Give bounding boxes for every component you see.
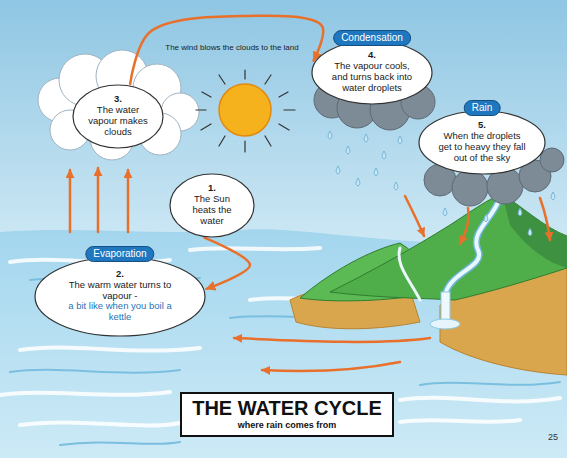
raindrop bbox=[374, 168, 378, 176]
stage-tag: Rain bbox=[464, 100, 501, 116]
raindrop bbox=[356, 178, 360, 186]
pool bbox=[430, 319, 460, 329]
bubble-ellipse bbox=[73, 85, 163, 148]
text-bubble: 1.The Sun heats the water bbox=[169, 173, 255, 238]
bubble-text: When the droplets get to heavy they fall… bbox=[437, 131, 527, 164]
callout-number: 5. bbox=[437, 120, 527, 131]
text-bubble: 3.The water vapour makes clouds bbox=[72, 84, 164, 149]
bubble-ellipse bbox=[170, 174, 254, 237]
bubble-text: The water vapour makes clouds bbox=[86, 105, 150, 138]
raindrop bbox=[398, 136, 402, 144]
raindrop bbox=[443, 208, 447, 216]
arrow-label: The wind blows the clouds to the land bbox=[165, 43, 298, 53]
title: THE WATER CYCLE bbox=[192, 397, 382, 420]
sun bbox=[196, 70, 295, 152]
sun-ray bbox=[244, 141, 245, 152]
callout-number: 2. bbox=[60, 269, 180, 280]
flow-arrow bbox=[262, 362, 400, 371]
caption: where rain comes from bbox=[192, 420, 382, 431]
waterfall bbox=[441, 292, 450, 320]
sun-ray bbox=[219, 75, 225, 84]
bubble-body: 2.The warm water turns to vapour -a bit … bbox=[60, 269, 180, 324]
bubble-ellipse bbox=[312, 41, 432, 104]
evaporation-arrow bbox=[69, 170, 72, 232]
sun-ray bbox=[196, 109, 206, 110]
river bbox=[399, 248, 420, 300]
page-number: 25 bbox=[548, 432, 558, 443]
raindrop bbox=[346, 146, 350, 154]
raindrop bbox=[328, 131, 332, 139]
title-box: THE WATER CYCLEwhere rain comes from bbox=[180, 392, 394, 437]
wave bbox=[400, 420, 520, 422]
text-bubble: Rain5.When the droplets get to heavy the… bbox=[418, 110, 546, 175]
text-bubble: Evaporation2.The warm water turns to vap… bbox=[34, 256, 206, 337]
bubble-body: 1.The Sun heats the water bbox=[182, 183, 242, 227]
river bbox=[446, 198, 500, 292]
bubble-body: 5.When the droplets get to heavy they fa… bbox=[437, 120, 527, 164]
cloud-puff bbox=[540, 148, 564, 172]
raindrop bbox=[382, 151, 386, 159]
wave bbox=[420, 382, 560, 385]
wave bbox=[0, 392, 170, 395]
callout-number: 3. bbox=[86, 94, 150, 105]
raindrop bbox=[528, 228, 532, 236]
cycle-arrow bbox=[130, 16, 323, 84]
evaporation-arrow bbox=[127, 170, 130, 232]
evaporation-arrow bbox=[97, 168, 100, 232]
wave bbox=[10, 370, 180, 373]
white-clouds bbox=[38, 50, 199, 160]
cycle-arrow bbox=[204, 238, 250, 289]
sun-ray bbox=[265, 75, 271, 84]
sun-ray bbox=[265, 136, 271, 146]
raindrop bbox=[394, 182, 398, 190]
bubble-body: 3.The water vapour makes clouds bbox=[86, 94, 150, 138]
wave bbox=[400, 398, 560, 402]
sun-ray bbox=[284, 109, 295, 110]
wave bbox=[60, 442, 180, 445]
bubble-ellipse bbox=[419, 111, 545, 174]
rain-arrow bbox=[540, 198, 550, 240]
sun-disc bbox=[219, 84, 271, 136]
bubble-ellipse bbox=[35, 257, 205, 336]
rain-arrow bbox=[405, 196, 424, 236]
callout-number: 4. bbox=[329, 50, 414, 61]
text-bubble: Condensation4.The vapour cools, and turn… bbox=[311, 40, 433, 105]
sun-ray bbox=[202, 92, 211, 97]
mountain-shade bbox=[502, 194, 567, 268]
callout-number: 1. bbox=[182, 183, 242, 194]
sun-ray bbox=[201, 124, 211, 130]
flow-arrow bbox=[234, 338, 430, 342]
stage-tag: Condensation bbox=[333, 30, 411, 46]
raindrop bbox=[336, 166, 340, 174]
bubble-text: The Sun heats the water bbox=[182, 194, 242, 227]
sun-ray bbox=[219, 136, 225, 146]
bubble-text: The warm water turns to vapour - bbox=[60, 280, 180, 302]
wave bbox=[190, 248, 320, 250]
wave bbox=[20, 422, 180, 425]
sun-ray bbox=[244, 70, 245, 79]
sun-ray bbox=[279, 124, 289, 130]
sun-rays bbox=[196, 70, 295, 152]
cloud-puff bbox=[452, 170, 488, 206]
wave bbox=[20, 347, 200, 350]
raindrop bbox=[551, 192, 555, 200]
stage-tag: Evaporation bbox=[85, 246, 154, 262]
bubble-text: a bit like when you boil a kettle bbox=[60, 301, 180, 323]
bubble-body: 4.The vapour cools, and turns back into … bbox=[329, 50, 414, 94]
bubble-text: The vapour cools, and turns back into wa… bbox=[329, 61, 414, 94]
sun-ray bbox=[279, 92, 288, 97]
rain-arrow bbox=[460, 208, 469, 244]
raindrop bbox=[484, 214, 488, 222]
raindrop bbox=[364, 134, 368, 142]
raindrops bbox=[328, 131, 555, 236]
river bbox=[446, 198, 500, 292]
mountain bbox=[330, 194, 567, 300]
raindrop bbox=[518, 208, 522, 216]
